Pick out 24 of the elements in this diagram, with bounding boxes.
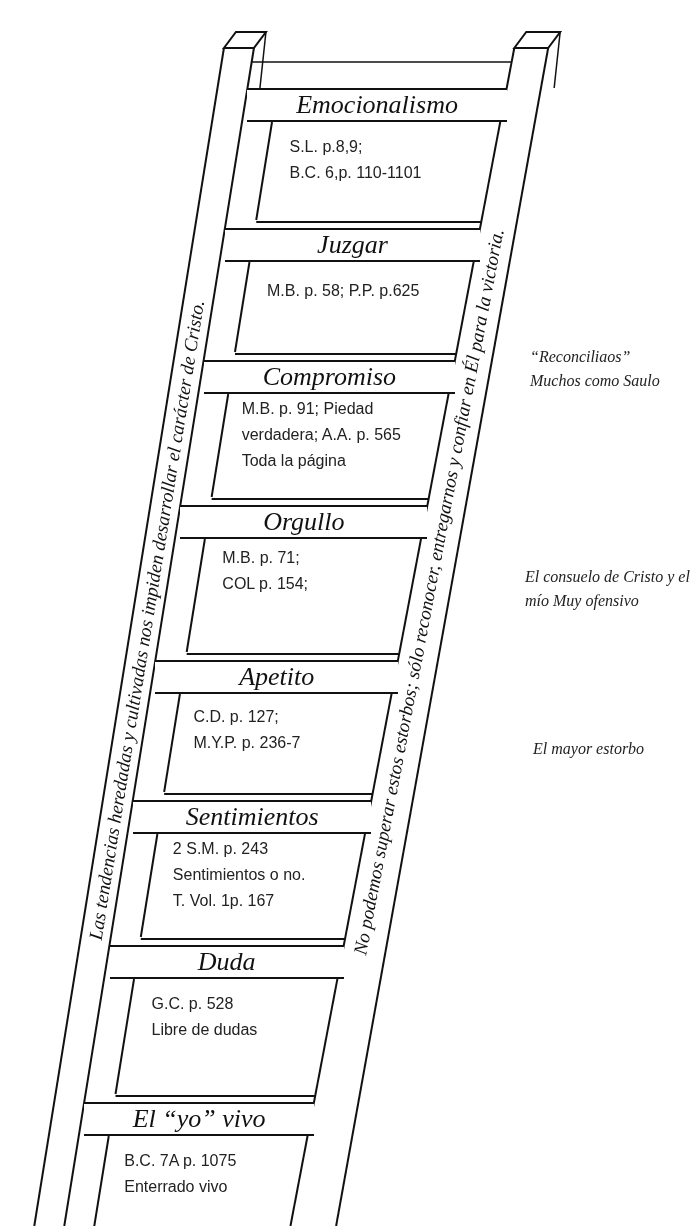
reference-text: M.B. p. 91; Piedad verdadera; A.A. p. 565 Toda la página [241, 399, 402, 471]
rung-title: Juzgar [224, 228, 481, 262]
reference-text: Enterrado vivo [124, 1177, 229, 1197]
reference-text: Libre de dudas [151, 1020, 259, 1040]
reference-text: B.C. 7A p. 1075 [124, 1151, 238, 1171]
side-note: El consuelo de Cristo y el mío Muy ofensivo [525, 567, 691, 612]
reference-text: COL p. 154; [222, 574, 310, 594]
reference-text: M.B. p. 71; [222, 548, 301, 568]
reference-text: C.D. p. 127; [193, 707, 280, 727]
rung-title: Sentimientos [132, 800, 372, 834]
reference-text: S.L. p.8,9; [289, 137, 364, 157]
reference-text: M.Y.P. p. 236-7 [193, 733, 302, 753]
reference-text: Sentimientos o no. [172, 865, 307, 885]
side-note: “Reconciliaos” Muchos como Saulo [530, 347, 661, 391]
reference-text: 2 S.M. p. 243 [172, 839, 270, 859]
rung-title: Apetito [155, 660, 398, 694]
rung-title: Orgullo [180, 505, 428, 539]
rung-title: Compromiso [203, 360, 455, 394]
rung-title: El “yo” vivo [84, 1102, 314, 1136]
reference-text: G.C. p. 528 [151, 994, 235, 1014]
side-note: El mayor estorbo [533, 739, 646, 760]
reference-text: B.C. 6,p. 110-1101 [289, 163, 423, 183]
rung-title: Duda [109, 945, 344, 979]
rung-title: Emocionalismo [247, 88, 507, 122]
